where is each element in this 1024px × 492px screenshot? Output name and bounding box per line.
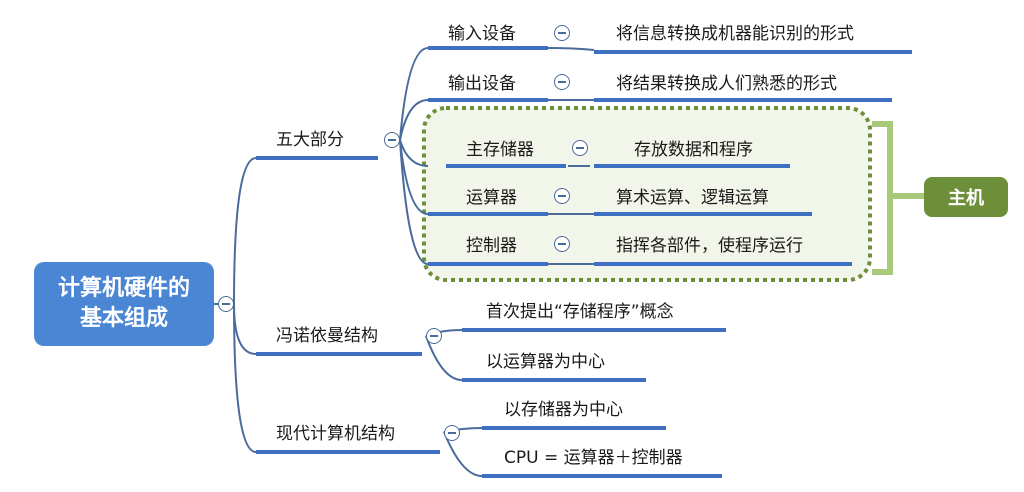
branch-five-parts[interactable]: 五大部分 [276, 130, 344, 150]
node-controller[interactable]: 控制器 [466, 236, 517, 256]
collapse-icon[interactable] [384, 132, 400, 148]
node-output-desc[interactable]: 将结果转换成人们熟悉的形式 [616, 74, 837, 94]
host-group-box [422, 106, 872, 282]
node-output-device[interactable]: 输出设备 [448, 74, 516, 94]
node-alu-desc[interactable]: 算术运算、逻辑运算 [616, 188, 769, 208]
node-controller-desc[interactable]: 指挥各部件，使程序运行 [616, 236, 803, 256]
node-input-desc[interactable]: 将信息转换成机器能识别的形式 [616, 24, 854, 44]
host-bracket [872, 121, 924, 275]
node-alu-centered[interactable]: 以运算器为中心 [486, 352, 605, 372]
root-node[interactable]: 计算机硬件的基本组成 [34, 262, 214, 346]
node-alu[interactable]: 运算器 [466, 188, 517, 208]
collapse-icon[interactable] [218, 296, 234, 312]
root-title: 计算机硬件的基本组成 [57, 276, 190, 331]
node-memory-centered[interactable]: 以存储器为中心 [504, 400, 623, 420]
summary-host[interactable]: 主机 [924, 177, 1008, 217]
collapse-icon[interactable] [554, 236, 570, 252]
collapse-icon[interactable] [426, 328, 442, 344]
summary-host-label: 主机 [948, 188, 984, 209]
node-stored-program[interactable]: 首次提出“存储程序”概念 [486, 302, 674, 322]
collapse-icon[interactable] [444, 425, 460, 441]
collapse-icon[interactable] [554, 74, 570, 90]
branch-von-neumann[interactable]: 冯诺依曼结构 [276, 326, 378, 346]
collapse-icon[interactable] [572, 140, 588, 156]
node-input-device[interactable]: 输入设备 [448, 24, 516, 44]
collapse-icon[interactable] [554, 25, 570, 41]
node-cpu-formula[interactable]: CPU = 运算器＋控制器 [504, 448, 683, 468]
node-memory-desc[interactable]: 存放数据和程序 [634, 140, 753, 160]
node-main-memory[interactable]: 主存储器 [466, 140, 534, 160]
branch-modern[interactable]: 现代计算机结构 [276, 424, 395, 444]
collapse-icon[interactable] [554, 188, 570, 204]
